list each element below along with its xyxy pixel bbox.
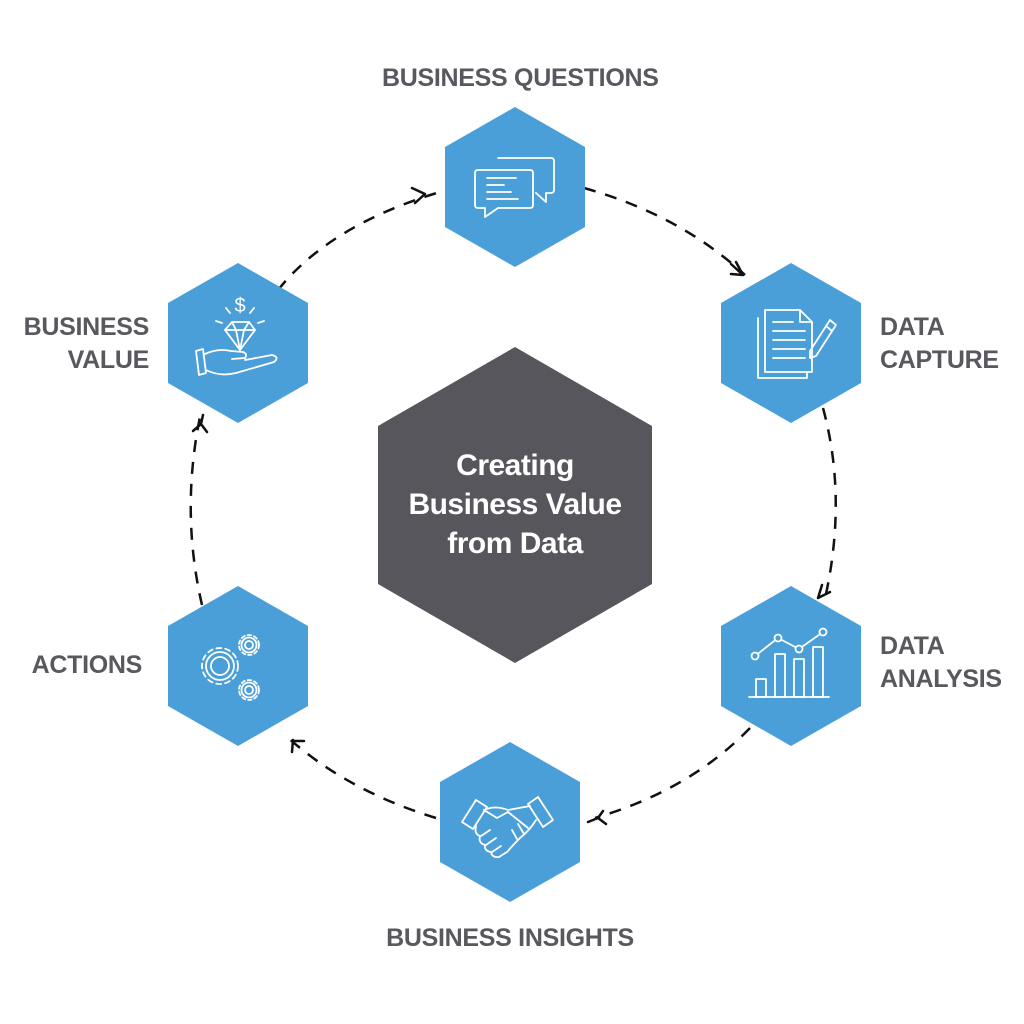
handshake-icon [461, 796, 554, 859]
label-line: DATA [880, 313, 945, 341]
title-line-2: Business Value [408, 488, 622, 521]
label-line: DATA [880, 632, 945, 660]
label-line: BUSINESS QUESTIONS [382, 64, 659, 92]
hexagon-data-analysis[interactable] [721, 586, 861, 746]
title-line-1: Creating [456, 449, 574, 482]
label-line: CAPTURE [880, 346, 999, 374]
connector-capture-to-analysis [821, 407, 837, 604]
label-actions: ACTIONS [20, 649, 143, 682]
dollar-sign-icon: $ [234, 295, 245, 317]
center-hexagon [378, 347, 652, 663]
bar-line-chart-icon [748, 627, 830, 698]
diagram-title: Creating Business Value from Data [380, 446, 650, 563]
label-data-capture: DATA CAPTURE [880, 311, 999, 377]
chat-bubbles-icon [474, 157, 555, 218]
arrowhead-to-capture [729, 260, 745, 277]
connector-actions-to-value [189, 411, 204, 606]
gears-icon [201, 634, 260, 701]
arrowhead-to-questions [410, 186, 427, 205]
label-line: BUSINESS INSIGHTS [386, 924, 634, 952]
arrowhead-to-actions [290, 738, 306, 754]
hexagon-business-insights[interactable] [440, 742, 580, 902]
label-line: BUSINESS [23, 313, 150, 341]
label-business-insights: BUSINESS INSIGHTS [380, 922, 640, 955]
label-business-value: BUSINESS VALUE [10, 311, 150, 377]
arrowhead-to-value [191, 413, 209, 434]
hexagon-business-questions[interactable] [445, 107, 585, 267]
connector-insights-to-actions [284, 734, 437, 820]
label-business-questions: BUSINESS QUESTIONS [382, 62, 659, 95]
arrowhead-to-analysis [816, 583, 832, 600]
label-line: ACTIONS [31, 651, 143, 679]
connector-analysis-to-insights [594, 727, 751, 820]
title-line-3: from Data [447, 527, 583, 560]
label-line: VALUE [67, 346, 150, 374]
label-data-analysis: DATA ANALYSIS [880, 630, 1002, 696]
hexagon-data-capture[interactable] [721, 263, 861, 423]
arrowhead-to-insights [586, 809, 608, 826]
connector-value-to-questions [277, 190, 441, 291]
label-line: ANALYSIS [880, 665, 1002, 693]
document-pencil-icon [757, 309, 837, 379]
diamond-hand-icon [195, 307, 278, 376]
connector-questions-to-capture [583, 186, 746, 276]
